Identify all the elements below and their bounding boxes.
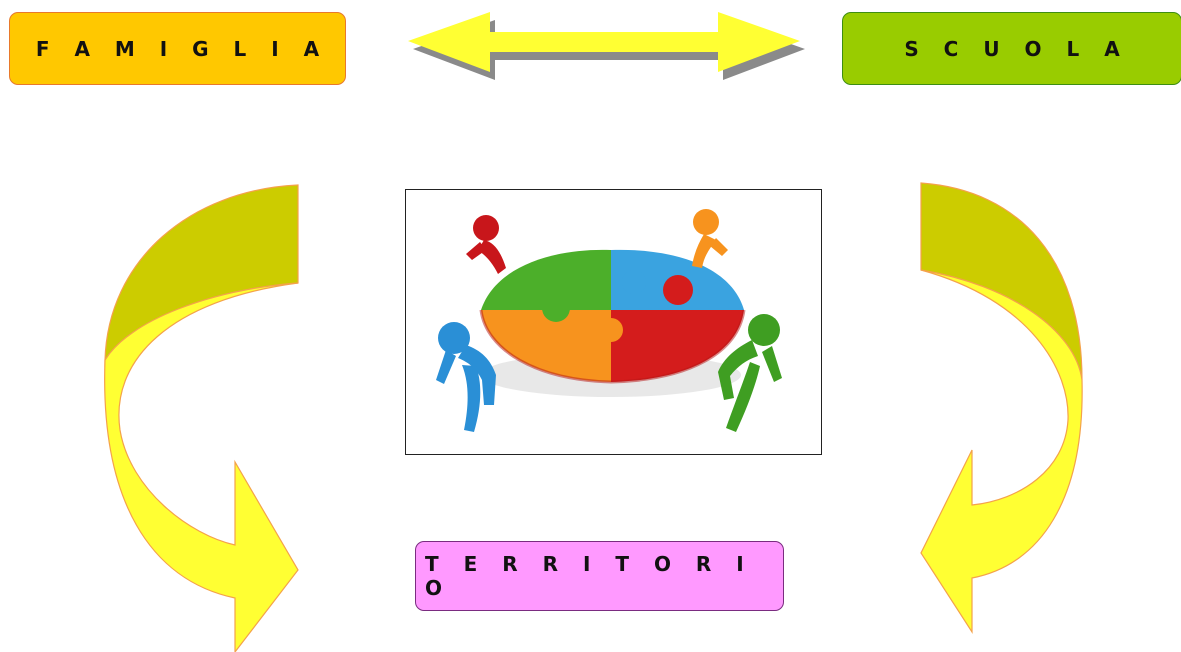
- puzzle-teamwork-icon: [436, 209, 782, 432]
- famiglia-box: F A M I G L I A: [9, 12, 346, 85]
- left-curved-arrow: [104, 184, 299, 652]
- double-arrow: [408, 12, 805, 80]
- territorio-label: T E R R I T O R I O: [425, 552, 753, 600]
- scuola-label: S C U O L A: [904, 36, 1129, 61]
- scuola-box: S C U O L A: [842, 12, 1181, 85]
- territorio-box: T E R R I T O R I O: [415, 541, 784, 611]
- central-illustration: [405, 189, 822, 455]
- right-curved-arrow: [920, 182, 1083, 635]
- famiglia-label: F A M I G L I A: [35, 36, 329, 61]
